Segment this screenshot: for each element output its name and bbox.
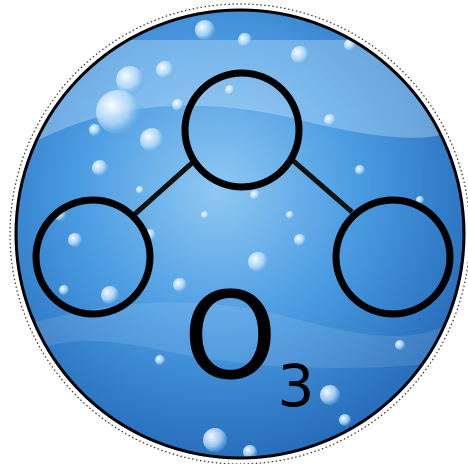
bubble	[172, 99, 184, 111]
bubble	[92, 160, 108, 176]
bubble	[68, 233, 82, 247]
bubble	[155, 355, 165, 365]
bubble	[286, 211, 294, 219]
bubble	[355, 165, 365, 175]
bubble	[324, 114, 336, 126]
bubble	[140, 128, 164, 152]
bubble	[339, 414, 351, 426]
bubble	[116, 66, 144, 94]
bubble	[250, 190, 260, 200]
bubble	[395, 340, 405, 350]
bubble	[101, 286, 119, 304]
bubble	[238, 33, 252, 47]
bubble	[291, 46, 309, 64]
bubble	[59, 285, 69, 295]
bubble	[201, 211, 209, 219]
bubble	[195, 20, 215, 40]
bubble	[136, 186, 144, 194]
bubble	[203, 428, 227, 452]
bubble	[156, 61, 174, 79]
bubble	[320, 385, 340, 405]
bubble	[173, 278, 187, 292]
bubble	[294, 234, 306, 246]
bubble	[248, 252, 268, 272]
bubble	[89, 124, 101, 136]
bubble	[225, 85, 235, 95]
bubble	[96, 90, 140, 134]
